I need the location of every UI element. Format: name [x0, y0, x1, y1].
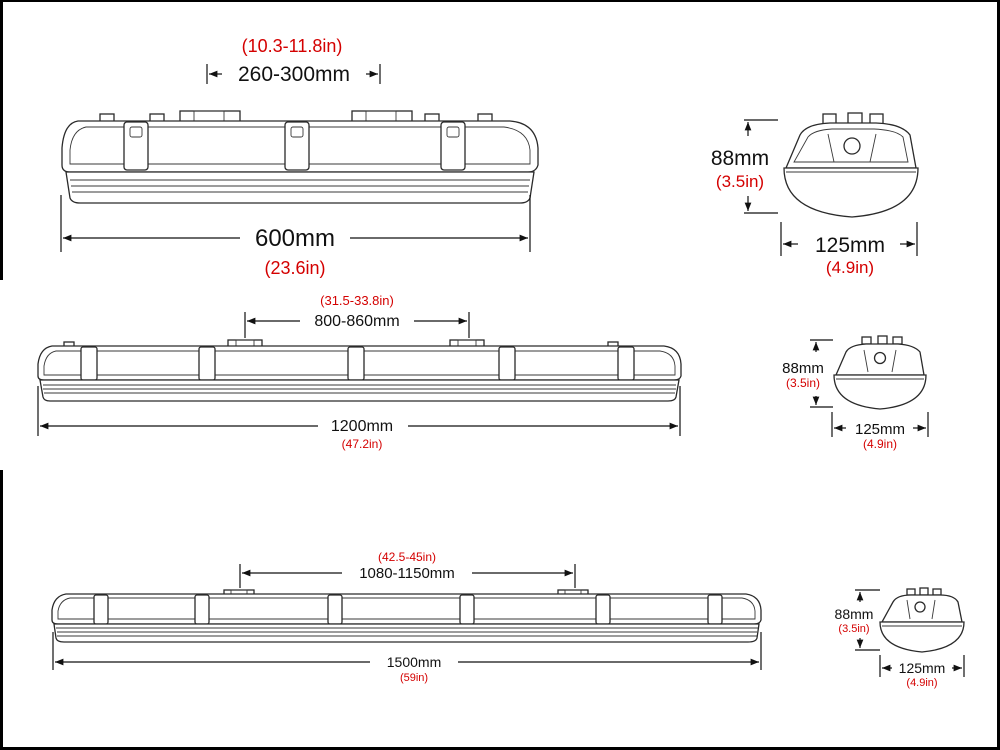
- end-view-2-height-label: 88mm: [782, 360, 824, 377]
- end-view-3-height-in: (3.5in): [838, 623, 869, 635]
- end-view-2-height-in: (3.5in): [786, 376, 820, 390]
- fixture-1200-side-view: [37, 339, 682, 402]
- fixture-600-length-in: (23.6in): [264, 258, 325, 278]
- end-view-1-width-in: (4.9in): [826, 258, 874, 277]
- end-view-3-width-in: (4.9in): [906, 677, 937, 689]
- end-view-3-dimensions: 88mm (3.5in) 125mm (4.9in): [835, 589, 965, 689]
- end-view-1-dimensions: 88mm (3.5in) 125mm (4.9in): [711, 119, 918, 277]
- end-view-3: [879, 587, 965, 653]
- fixture-1200-length-label: 1200mm: [331, 418, 393, 435]
- end-view-1: [783, 112, 919, 218]
- end-view-2-dimensions: 88mm (3.5in) 125mm (4.9in): [782, 339, 929, 451]
- fixture-1200-dimensions: (31.5-33.8in) 800-860mm 1200mm (47.2in): [37, 293, 681, 451]
- end-view-1-width-label: 125mm: [815, 234, 885, 257]
- fixture-1500-length-in: (59in): [400, 672, 428, 684]
- fixture-1200-length-in: (47.2in): [342, 437, 383, 451]
- fixture-600-side-view: [61, 110, 539, 204]
- end-view-2-width-label: 125mm: [855, 421, 905, 438]
- fixture-1200-mount-in: (31.5-33.8in): [320, 293, 394, 308]
- fixture-1500-mount-in: (42.5-45in): [378, 550, 436, 564]
- fixture-1500-mount-label: 1080-1150mm: [359, 565, 455, 582]
- end-view-3-width-label: 125mm: [899, 660, 946, 676]
- fixture-600-mount-in: (10.3-11.8in): [242, 36, 343, 56]
- end-view-1-height-in: (3.5in): [716, 172, 764, 191]
- fixture-1500-length-label: 1500mm: [387, 654, 441, 670]
- end-view-2: [833, 335, 927, 410]
- fixture-1200-mount-label: 800-860mm: [314, 313, 399, 330]
- fixture-600-dimensions: (10.3-11.8in) 260-300mm 600mm (23.6in): [60, 36, 531, 278]
- fixture-600-length-label: 600mm: [255, 225, 335, 252]
- fixture-1500-dimensions: (42.5-45in) 1080-1150mm 1500mm (59in): [52, 550, 762, 684]
- end-view-1-height-label: 88mm: [711, 147, 769, 170]
- fixture-600-mount-label: 260-300mm: [238, 63, 350, 86]
- end-view-2-width-in: (4.9in): [863, 437, 897, 451]
- fixture-1500-side-view: [51, 589, 762, 643]
- end-view-3-height-label: 88mm: [835, 606, 874, 622]
